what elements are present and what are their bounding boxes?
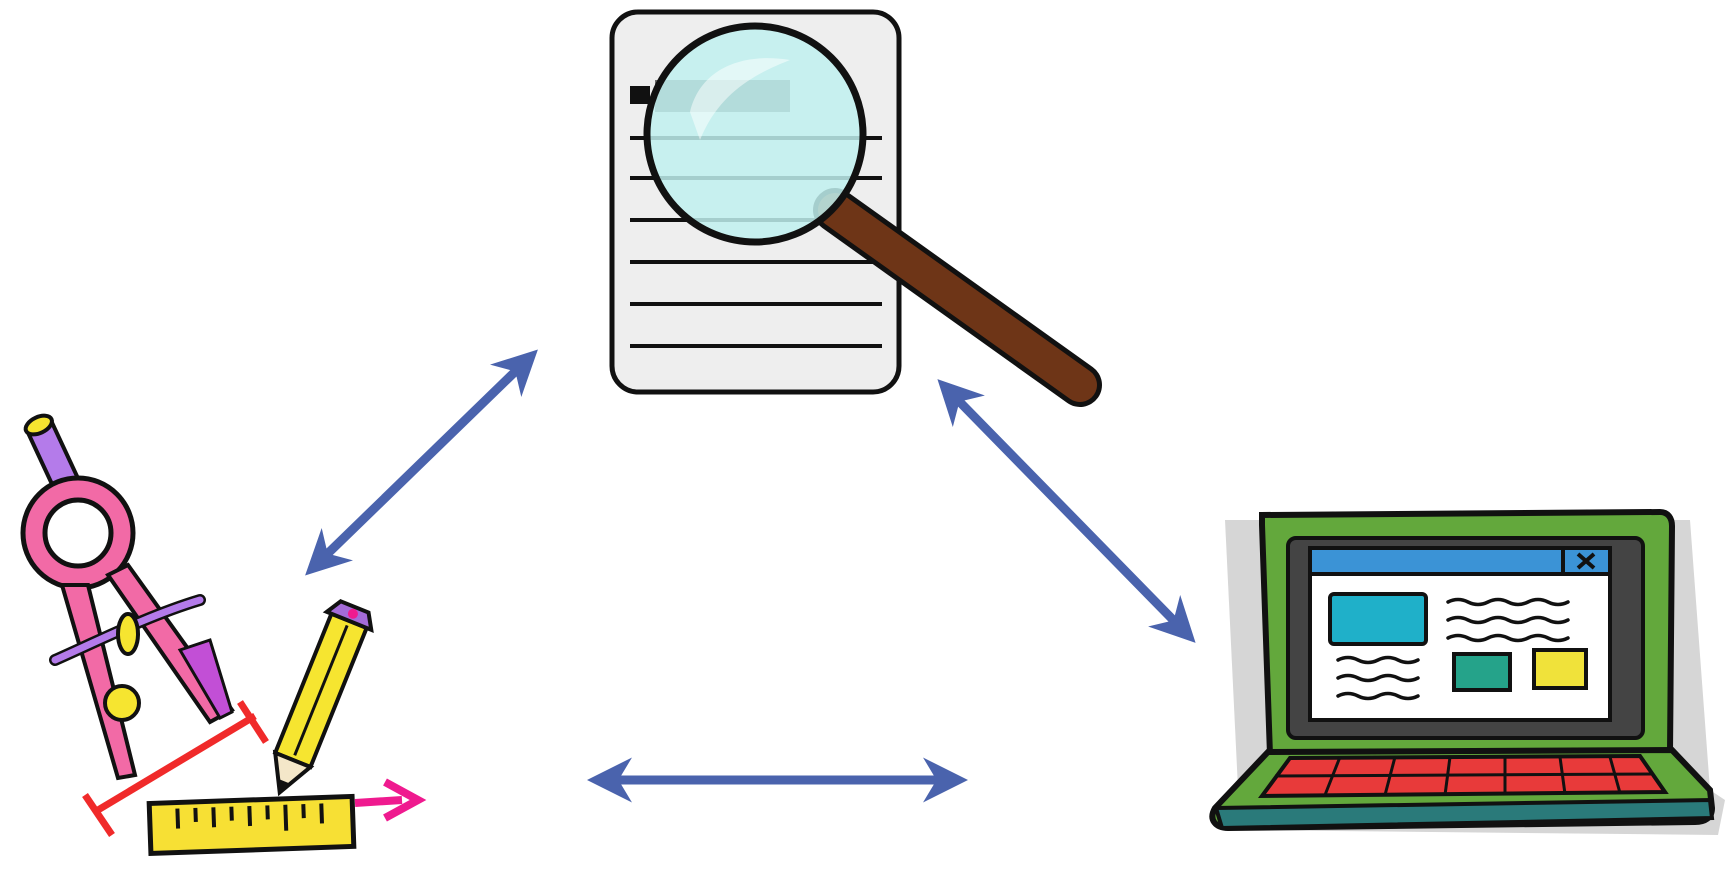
research-develop-arrow [937,379,1196,643]
document-magnifier-icon [609,9,1102,407]
drafting-tools-icon [20,413,427,857]
research-design-arrow [305,349,538,576]
laptop-icon [1209,508,1725,835]
